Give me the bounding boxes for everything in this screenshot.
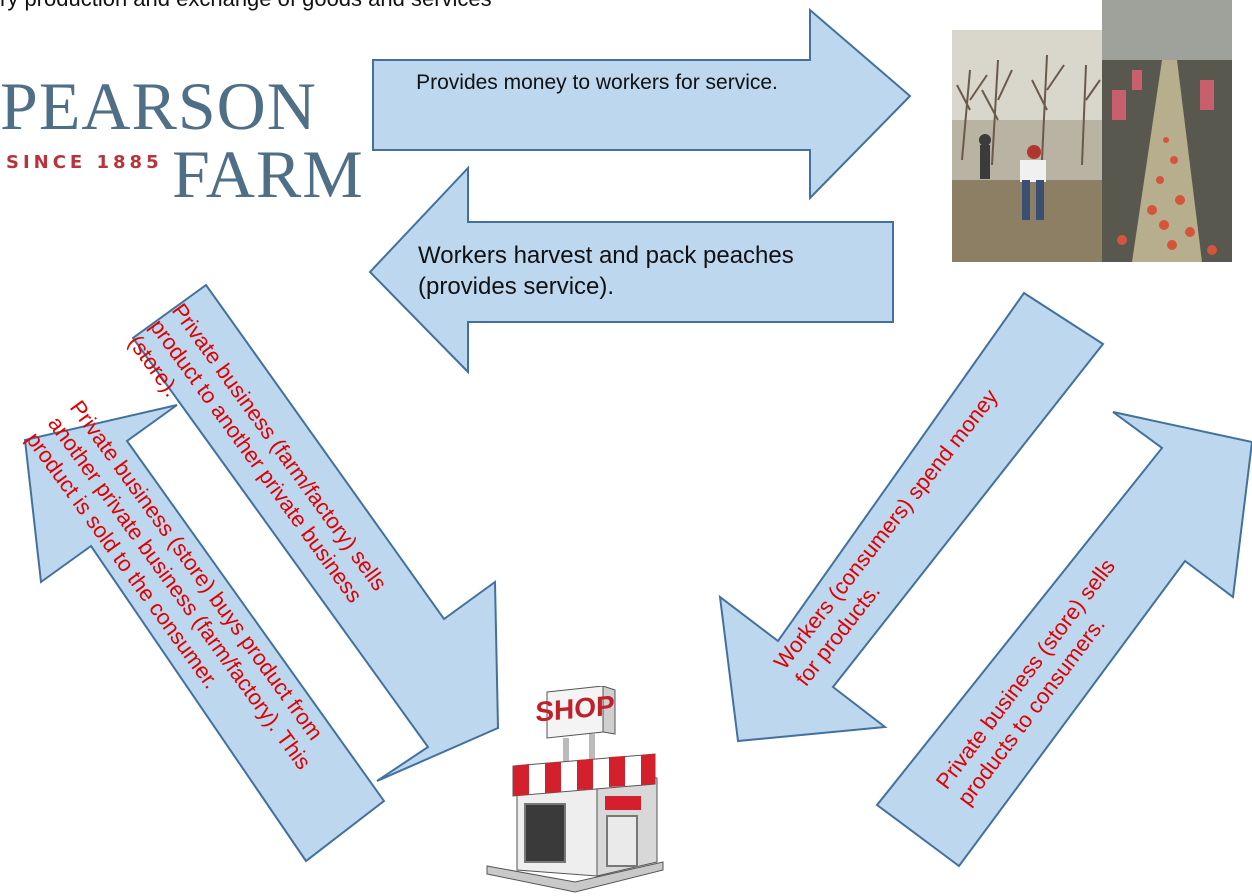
- arrow-workers-spend: [718, 291, 1105, 743]
- pearson-farm-logo: PEARSON SINCE 1885 FARM: [0, 62, 363, 208]
- header-text: ry production and exchange of goods and …: [0, 0, 492, 12]
- arrow-workers-service: [368, 165, 894, 375]
- label-workers-service: Workers harvest and pack peaches (provid…: [418, 242, 794, 300]
- logo-farm: FARM: [172, 136, 364, 212]
- shop-icon: SHOP: [486, 686, 664, 893]
- logo-since: SINCE 1885: [6, 152, 163, 173]
- workers-pruning-orchard-photo: [952, 30, 1102, 262]
- peach-packing-line-photo: [1102, 0, 1232, 262]
- arrow-farm-to-store: [131, 283, 500, 782]
- logo-name: PEARSON: [0, 68, 317, 144]
- arrow-store-to-consumers: [875, 411, 1252, 868]
- shop-sign-text: SHOP: [535, 690, 614, 728]
- label-money-to-workers: Provides money to workers for service.: [416, 71, 778, 94]
- arrow-store-to-farm: [23, 404, 386, 863]
- arrow-money-to-workers: [372, 7, 912, 201]
